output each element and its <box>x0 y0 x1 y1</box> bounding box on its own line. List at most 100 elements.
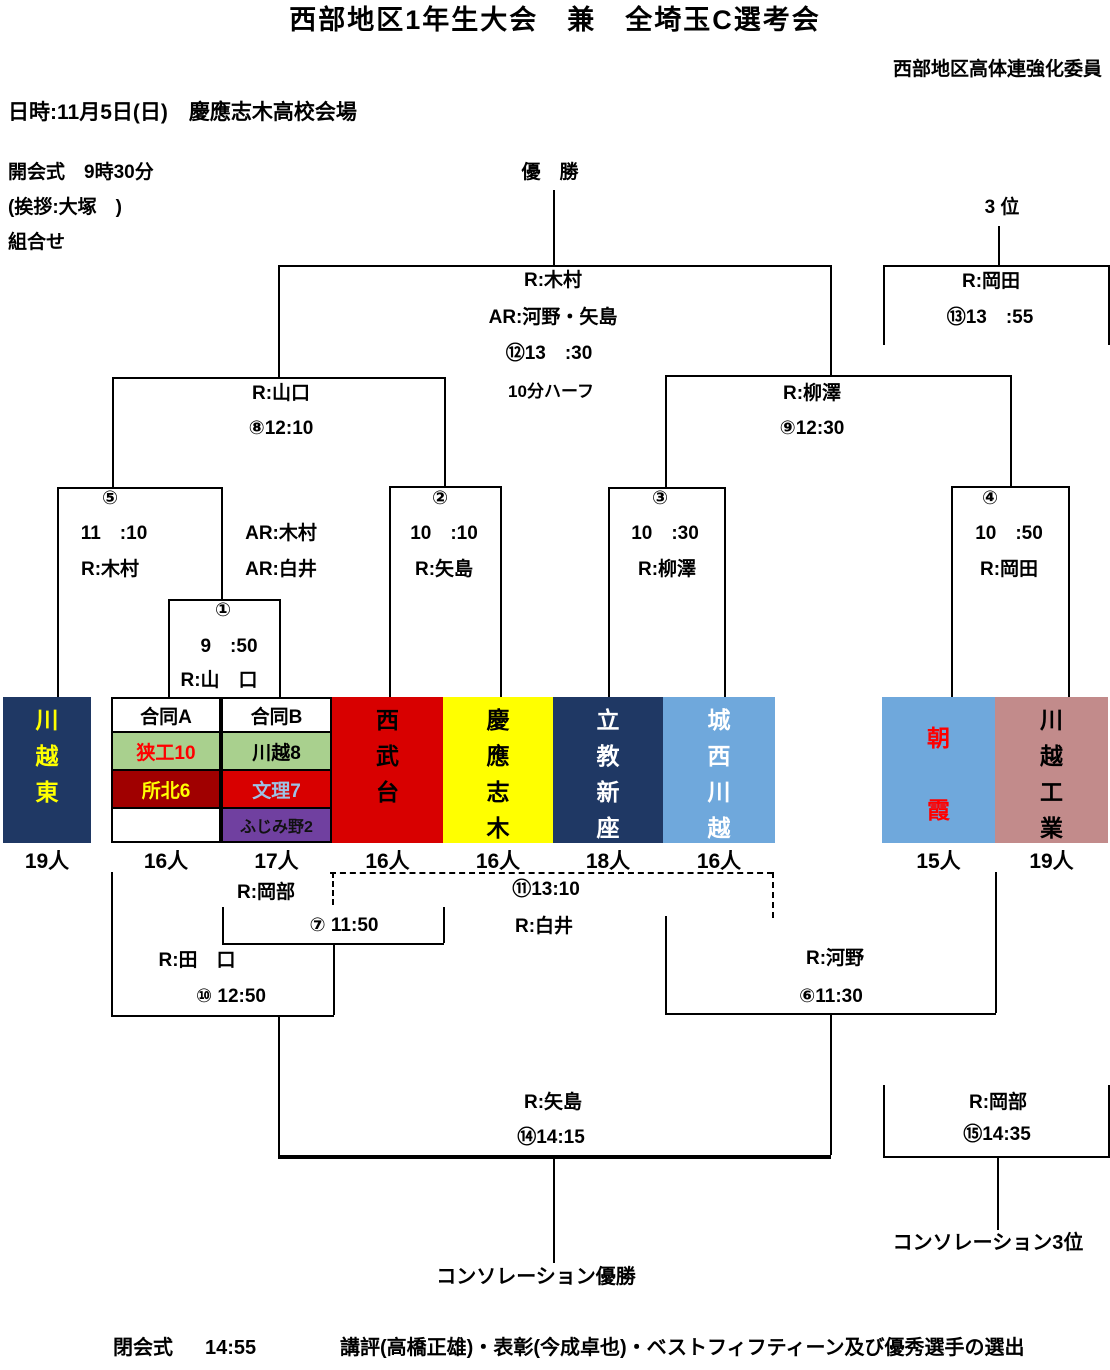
team-name: 城西川越 <box>707 707 731 841</box>
greeting-label: (挨拶:大塚 ) <box>8 197 122 218</box>
match5-number: ⑤ <box>101 488 119 509</box>
third-match-number-time: ⑬13 :55 <box>946 307 1034 328</box>
bracket-line <box>389 486 391 697</box>
match4-referee: R:岡田 <box>979 559 1039 580</box>
bracket-line <box>665 375 667 487</box>
match10-number-time: ⑩ 12:50 <box>196 986 266 1007</box>
bracket-line <box>278 265 831 267</box>
combined-team-member: 文理7 <box>223 769 330 807</box>
bracket-line <box>57 487 59 697</box>
combined-team-header: 合同B <box>250 706 303 728</box>
team-box-朝霞: 朝霞 <box>882 697 995 843</box>
bracket-line <box>333 943 335 1015</box>
team-name: 川越工業 <box>1040 707 1063 841</box>
bracket-line <box>1108 265 1110 345</box>
bracket-line <box>278 265 280 377</box>
bracket-line <box>883 1085 885 1156</box>
match1-number: ① <box>214 600 232 621</box>
bracket-line <box>608 487 725 489</box>
match11-referee: R:白井 <box>514 916 574 937</box>
closing-time: 14:55 <box>205 1337 257 1359</box>
match6-number-time: ⑥11:30 <box>799 986 863 1007</box>
bracket-line <box>500 486 502 697</box>
final-referee: R:木村 <box>523 270 583 291</box>
combined-team-member <box>113 807 219 841</box>
organizer-label: 西部地区高体連強化委員 <box>892 59 1102 80</box>
ar2-label: AR:白井 <box>245 559 317 580</box>
half-note: 10分ハーフ <box>508 382 594 401</box>
closing-ceremony-label: 閉会式 <box>113 1337 173 1359</box>
team-player-count: 19人 <box>24 850 70 873</box>
consolation-winner-label: コンソレーション優勝 <box>436 1266 636 1288</box>
team-player-count: 16人 <box>696 850 742 873</box>
bracket-line <box>883 265 885 345</box>
bracket-line <box>111 872 113 1015</box>
bracket-line <box>168 599 170 697</box>
match15-referee: R:岡部 <box>968 1092 1028 1113</box>
match7-referee: R:岡部 <box>236 882 296 903</box>
page-title: 西部地区1年生大会 兼 全埼玉C選考会 <box>289 5 821 35</box>
team-player-count: 16人 <box>475 850 521 873</box>
date-venue-label: 日時:11月5日(日) 慶應志木高校会場 <box>8 101 357 124</box>
bracket-line <box>995 872 997 1013</box>
bracket-line <box>951 486 953 697</box>
match14-referee: R:矢島 <box>523 1092 583 1113</box>
match10-referee: R:田 口 <box>158 950 236 971</box>
bracket-line <box>883 1156 1110 1158</box>
team-box-川越東: 川越東 <box>3 697 91 843</box>
team-box-慶應志木: 慶應志木 <box>443 697 553 843</box>
match5-time: 11 :10 <box>80 523 148 544</box>
bracket-line <box>279 599 281 697</box>
bracket-line <box>443 907 445 943</box>
kumiawase-label: 組合せ <box>8 232 66 253</box>
bracket-line <box>112 377 114 487</box>
team-name: 立教新座 <box>596 707 620 841</box>
bracket-line <box>278 1015 280 1155</box>
team-name: 川越東 <box>35 707 59 805</box>
bracket-line <box>1010 375 1012 486</box>
team-player-count: 19人 <box>1029 850 1074 873</box>
bracket-line <box>330 872 773 874</box>
bracket-line <box>883 265 1110 267</box>
team-player-count: 16人 <box>365 850 410 873</box>
sf-right-referee: R:柳澤 <box>782 383 842 404</box>
champion-label: 優 勝 <box>521 162 579 183</box>
team-name: 朝霞 <box>927 725 950 823</box>
match5-referee: R:木村 <box>80 559 140 580</box>
final-number-time: ⑫13 :30 <box>505 343 593 364</box>
combined-team-header: 合同A <box>140 706 192 728</box>
match2-number: ② <box>431 488 449 509</box>
opening-ceremony-label: 開会式 9時30分 <box>8 162 154 183</box>
bracket-line <box>111 1015 334 1017</box>
team-player-count: 16人 <box>143 850 189 873</box>
match14-number-time: ⑭14:15 <box>517 1127 585 1148</box>
team-name: 慶應志木 <box>486 707 510 841</box>
bracket-line <box>997 1156 999 1230</box>
sf-right-number-time: ⑨12:30 <box>779 418 845 439</box>
ar1-label: AR:木村 <box>245 523 317 544</box>
bracket-line <box>830 1013 832 1155</box>
match3-referee: R:柳澤 <box>637 559 697 580</box>
final-ar: AR:河野・矢島 <box>488 307 618 328</box>
bracket-line <box>553 1155 555 1263</box>
team-player-count: 15人 <box>916 850 961 873</box>
combined-team-member: 川越8 <box>223 731 330 769</box>
bracket-line <box>665 916 667 1013</box>
bracket-line <box>665 375 1011 377</box>
combined-team-member: ふじみ野2 <box>223 807 330 841</box>
bracket-line <box>112 377 445 379</box>
bracket-line <box>389 486 501 488</box>
bracket-line <box>724 487 726 697</box>
team-box-城西川越: 城西川越 <box>663 697 775 843</box>
bracket-line <box>830 265 832 375</box>
team-player-count: 17人 <box>254 850 299 873</box>
bracket-line <box>57 487 222 489</box>
bracket-line <box>553 190 555 265</box>
bracket-line <box>168 599 280 601</box>
match6-referee: R:河野 <box>805 948 865 969</box>
team-box-立教新座: 立教新座 <box>553 697 663 843</box>
bracket-line <box>1108 1085 1110 1156</box>
